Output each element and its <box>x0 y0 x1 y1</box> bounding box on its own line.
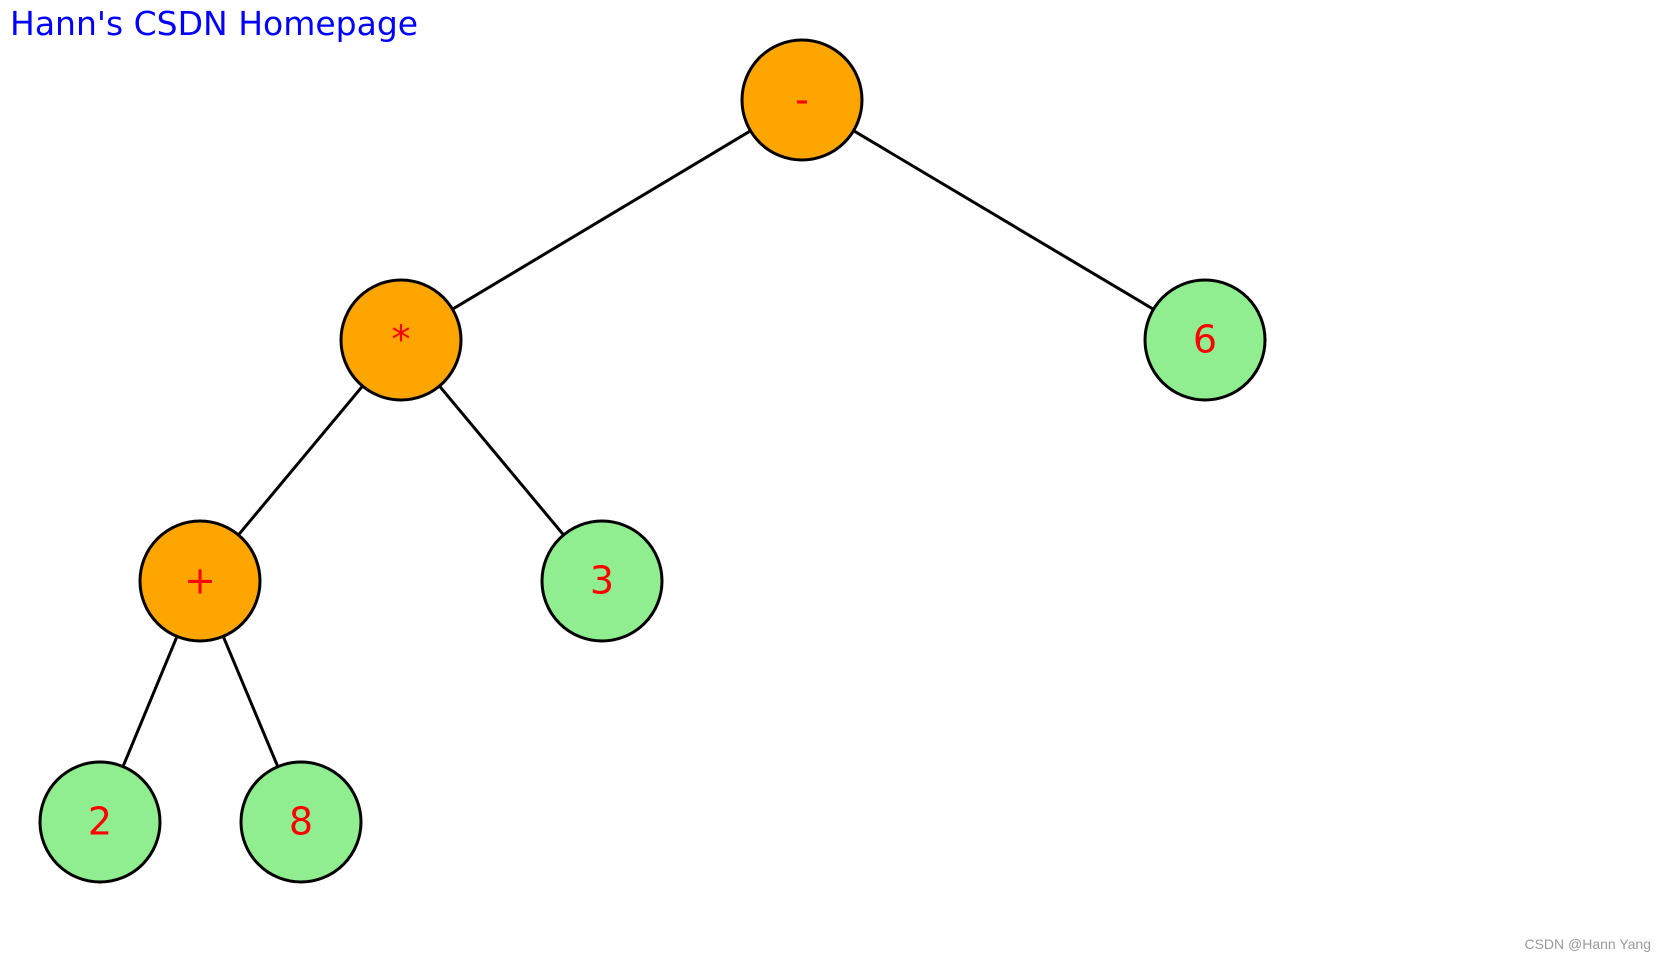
tree-node-eight: 8 <box>239 760 363 884</box>
node-label-three: 3 <box>590 559 614 603</box>
tree-node-mul: * <box>339 278 463 402</box>
node-circle-mul <box>339 278 463 402</box>
tree-edges <box>121 129 1155 768</box>
node-circle-six <box>1143 278 1267 402</box>
tree-node-three: 3 <box>540 519 664 643</box>
edge-plus-two <box>121 635 179 768</box>
tree-node-plus: + <box>138 519 262 643</box>
node-label-eight: 8 <box>289 800 313 844</box>
tree-nodes: - * 6 +3 2 8 <box>38 38 1267 884</box>
node-circle-two <box>38 760 162 884</box>
edge-minus-six <box>852 129 1155 311</box>
node-label-plus: + <box>184 559 216 603</box>
edge-mul-three <box>438 385 565 536</box>
edge-minus-mul <box>451 129 752 311</box>
edge-plus-eight <box>221 635 280 768</box>
tree-node-minus: - <box>740 38 864 162</box>
watermark: CSDN @Hann Yang <box>1524 936 1651 952</box>
node-circle-plus <box>138 519 262 643</box>
tree-node-two: 2 <box>38 760 162 884</box>
homepage-link[interactable]: Hann's CSDN Homepage <box>10 4 419 43</box>
node-label-minus: - <box>795 78 809 122</box>
node-label-two: 2 <box>88 800 112 844</box>
node-circle-three <box>540 519 664 643</box>
node-label-mul: * <box>392 318 411 362</box>
node-circle-eight <box>239 760 363 884</box>
tree-node-six: 6 <box>1143 278 1267 402</box>
node-circle-minus <box>740 38 864 162</box>
edge-mul-plus <box>237 385 364 536</box>
node-label-six: 6 <box>1193 318 1217 362</box>
